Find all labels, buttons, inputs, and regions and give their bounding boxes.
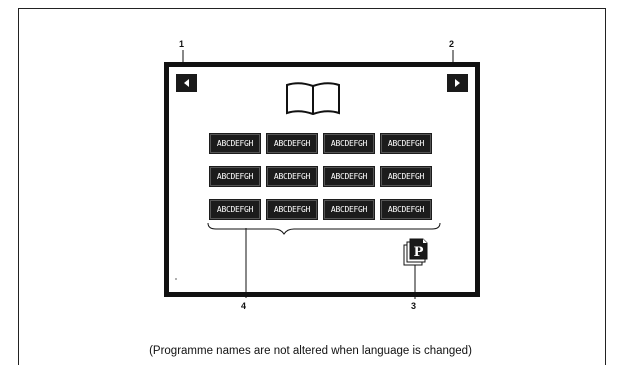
callout-3: 3 <box>411 301 417 311</box>
programme-button[interactable]: ABCDEFGH <box>266 199 318 220</box>
programme-button[interactable]: ABCDEFGH <box>323 199 375 220</box>
callout-4: 4 <box>241 301 247 311</box>
programme-row: ABCDEFGH ABCDEFGH ABCDEFGH ABCDEFGH <box>209 133 432 154</box>
tv-screen: ABCDEFGH ABCDEFGH ABCDEFGH ABCDEFGH ABCD… <box>164 62 480 297</box>
programme-button[interactable]: ABCDEFGH <box>209 133 261 154</box>
callout-1-leader <box>182 50 184 63</box>
next-page-button[interactable] <box>447 74 468 92</box>
programme-button[interactable]: ABCDEFGH <box>266 133 318 154</box>
programme-button[interactable]: ABCDEFGH <box>209 166 261 187</box>
programme-list-brace <box>207 222 441 235</box>
right-arrow-icon <box>455 79 460 87</box>
programme-button[interactable]: ABCDEFGH <box>380 199 432 220</box>
programme-row: ABCDEFGH ABCDEFGH ABCDEFGH ABCDEFGH <box>209 166 432 187</box>
programme-button[interactable]: ABCDEFGH <box>209 199 261 220</box>
callout-2: 2 <box>449 39 455 49</box>
figure-caption: (Programme names are not altered when la… <box>149 345 472 357</box>
figure-frame <box>18 8 606 365</box>
programme-button[interactable]: ABCDEFGH <box>323 133 375 154</box>
callout-4-leader <box>245 228 247 298</box>
book-icon <box>286 82 340 116</box>
p-icon-letter: P <box>414 245 424 260</box>
callout-3-leader <box>414 265 416 299</box>
programme-button[interactable]: ABCDEFGH <box>380 133 432 154</box>
programme-pages-icon[interactable]: P <box>402 237 430 267</box>
callout-2-leader <box>452 50 454 63</box>
callout-1: 1 <box>179 39 185 49</box>
programme-button[interactable]: ABCDEFGH <box>380 166 432 187</box>
programme-row: ABCDEFGH ABCDEFGH ABCDEFGH ABCDEFGH <box>209 199 432 220</box>
left-arrow-icon <box>184 79 189 87</box>
programme-button[interactable]: ABCDEFGH <box>323 166 375 187</box>
previous-page-button[interactable] <box>176 74 197 92</box>
programme-grid: ABCDEFGH ABCDEFGH ABCDEFGH ABCDEFGH ABCD… <box>209 133 432 233</box>
programme-button[interactable]: ABCDEFGH <box>266 166 318 187</box>
screen-dot <box>175 278 177 280</box>
